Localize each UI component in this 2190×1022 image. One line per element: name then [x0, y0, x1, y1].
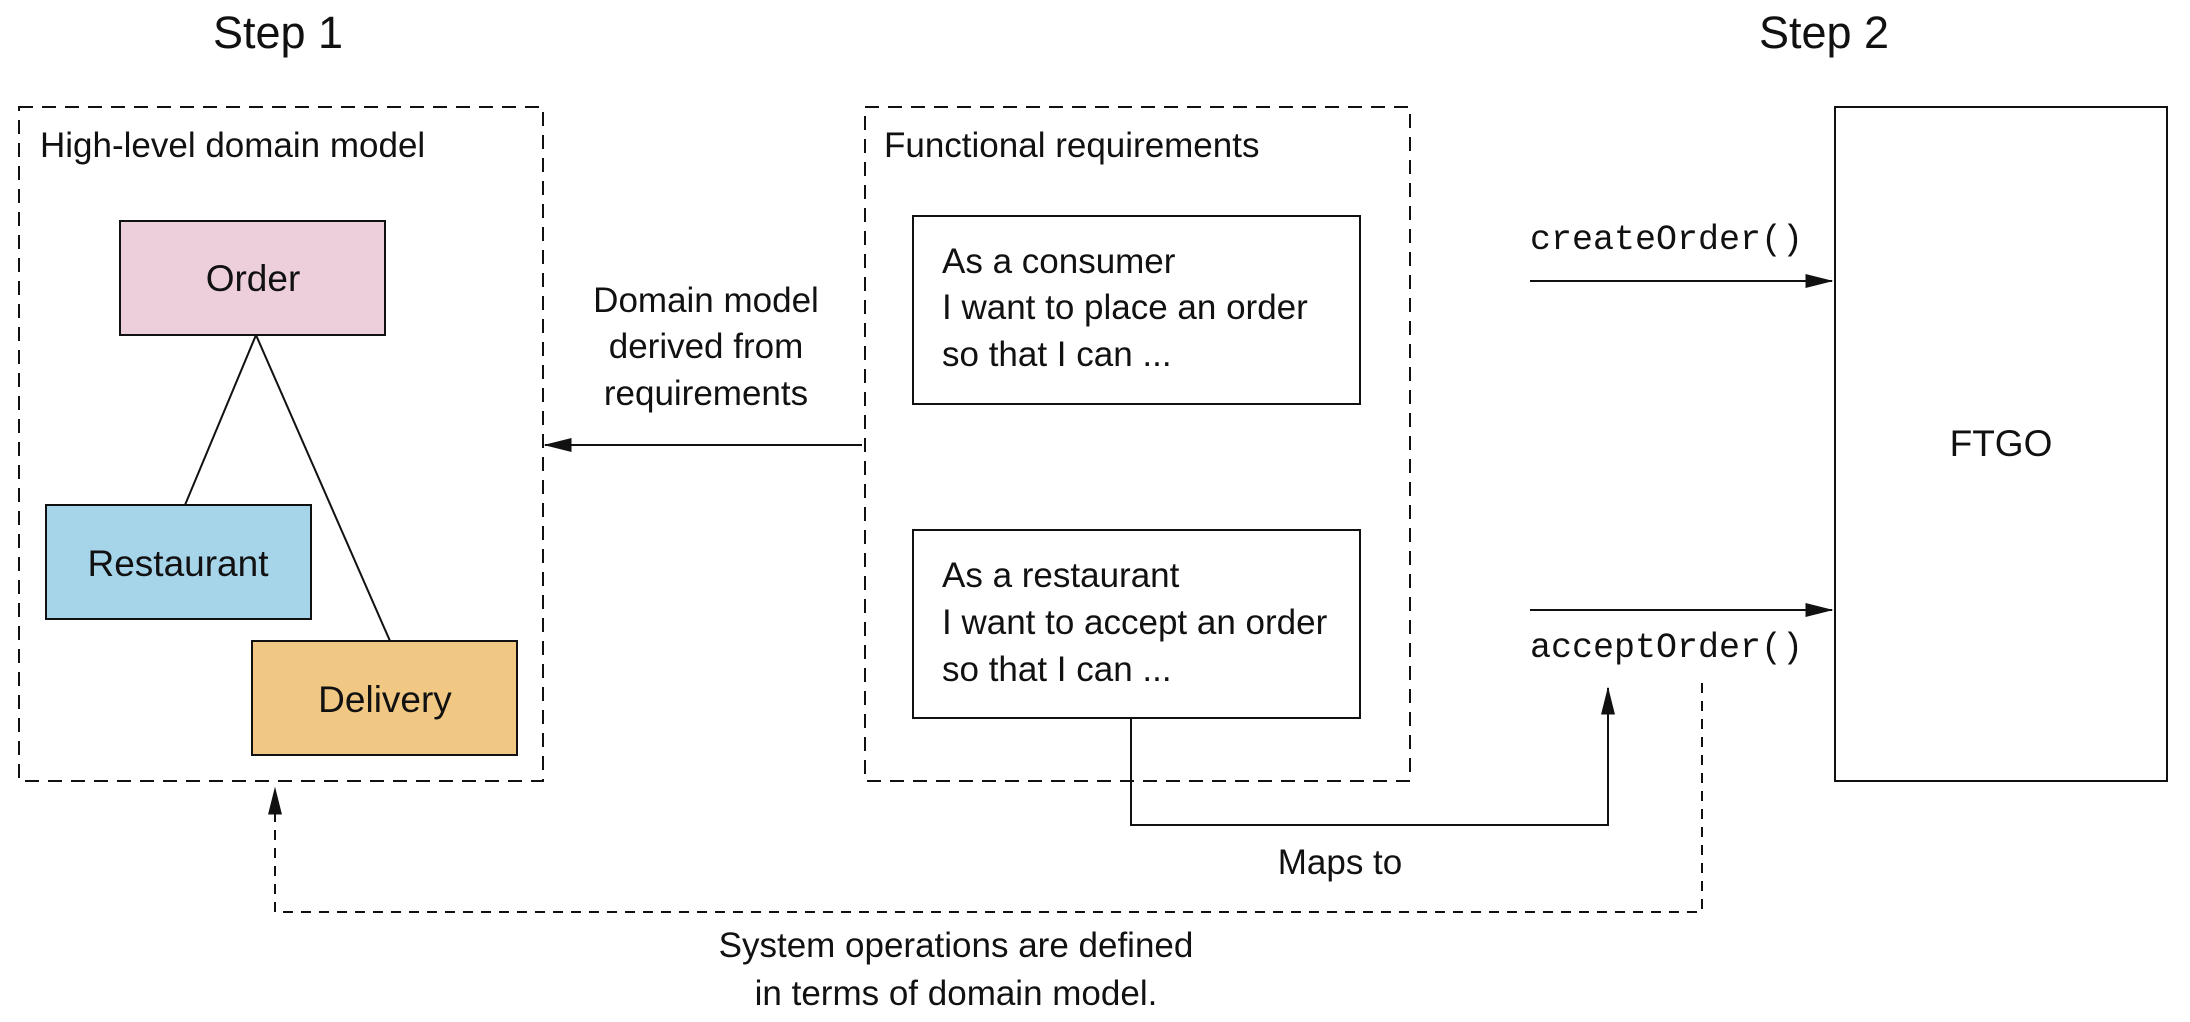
create-order-operation: createOrder() — [1530, 220, 1803, 260]
domain-reference-connector — [268, 683, 1703, 913]
story-restaurant-line-3: so that I can ... — [942, 650, 1172, 689]
order-restaurant-link — [184, 334, 257, 506]
maps-to-connector — [1130, 686, 1615, 826]
story-consumer-line-2: I want to place an order — [942, 288, 1308, 327]
domain-model-frame — [18, 106, 544, 782]
story-restaurant-line-2: I want to accept an order — [942, 603, 1328, 642]
system-ops-note-line-1: System operations are defined — [719, 926, 1194, 965]
derived-label-line-1: Domain model — [593, 281, 819, 320]
ftgo-box — [1834, 106, 2168, 782]
order-box — [119, 220, 386, 336]
requirements-title: Functional requirements — [884, 126, 1259, 165]
delivery-box — [251, 640, 518, 756]
domain-model-group: High-level domain model Order Restaurant… — [18, 106, 544, 782]
derived-label-line-3: requirements — [604, 374, 808, 413]
user-story-consumer: As a consumer I want to place an order s… — [912, 215, 1361, 405]
story-consumer-box — [912, 215, 1361, 405]
maps-to-label: Maps to — [1278, 843, 1403, 882]
delivery-entity: Delivery — [251, 640, 518, 756]
order-entity: Order — [119, 220, 386, 336]
step-2-title: Step 2 — [1759, 7, 1889, 58]
ftgo-label: FTGO — [1950, 423, 2053, 464]
story-consumer-line-3: so that I can ... — [942, 335, 1172, 374]
story-restaurant-line-1: As a restaurant — [942, 556, 1180, 595]
order-label: Order — [206, 258, 301, 299]
delivery-label: Delivery — [318, 679, 452, 720]
domain-model-title: High-level domain model — [40, 126, 425, 165]
story-consumer-line-1: As a consumer — [942, 242, 1176, 281]
user-story-restaurant: As a restaurant I want to accept an orde… — [912, 529, 1361, 719]
requirements-group: Functional requirements As a consumer I … — [864, 106, 1411, 782]
accept-order-operation: acceptOrder() — [1530, 628, 1803, 668]
order-delivery-link — [255, 334, 391, 642]
requirements-frame — [864, 106, 1411, 782]
ftgo-system: FTGO — [1834, 106, 2168, 782]
restaurant-label: Restaurant — [88, 543, 270, 584]
system-ops-note-line-2: in terms of domain model. — [755, 974, 1158, 1013]
story-restaurant-box — [912, 529, 1361, 719]
restaurant-box — [45, 504, 312, 620]
derived-label-line-2: derived from — [609, 327, 804, 366]
step-1-title: Step 1 — [213, 7, 343, 58]
restaurant-entity: Restaurant — [45, 504, 312, 620]
